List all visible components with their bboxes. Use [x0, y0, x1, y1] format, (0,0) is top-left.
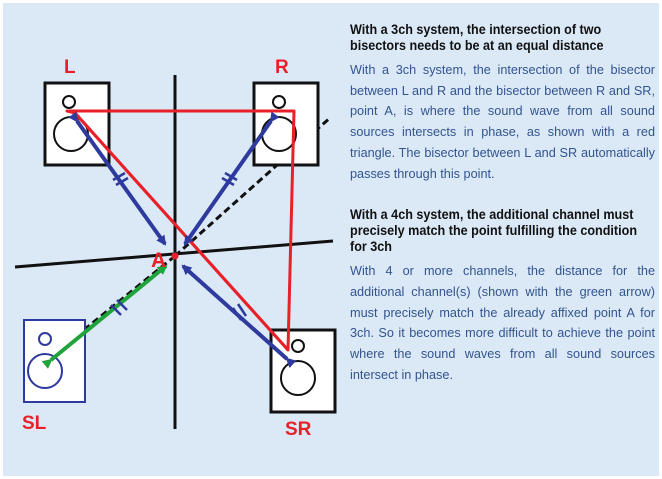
label-R: R — [275, 57, 289, 78]
speaker-R — [252, 81, 320, 167]
heading-4ch: With a 4ch system, the additional channe… — [350, 206, 638, 255]
info-panel: L R SL SR A With a 3ch system, the inter… — [3, 3, 659, 476]
label-SL: SL — [22, 413, 47, 434]
speaker-SL — [23, 319, 86, 403]
heading-3ch: With a 3ch system, the intersection of t… — [350, 21, 604, 53]
label-point-A: A — [151, 249, 166, 272]
green-arrow-SL — [41, 264, 168, 369]
point-A-dot — [171, 252, 179, 260]
body-4ch: With 4 or more channels, the distance fo… — [350, 264, 655, 382]
explanation-text: With a 3ch system, the intersection of t… — [350, 21, 655, 385]
speaker-SR — [269, 328, 337, 414]
tick-marks — [110, 171, 248, 321]
speaker-diagram: L R SL SR A — [14, 57, 337, 440]
label-SR: SR — [285, 419, 312, 440]
body-3ch: With a 3ch system, the intersection of t… — [350, 63, 655, 181]
label-L: L — [64, 57, 76, 78]
